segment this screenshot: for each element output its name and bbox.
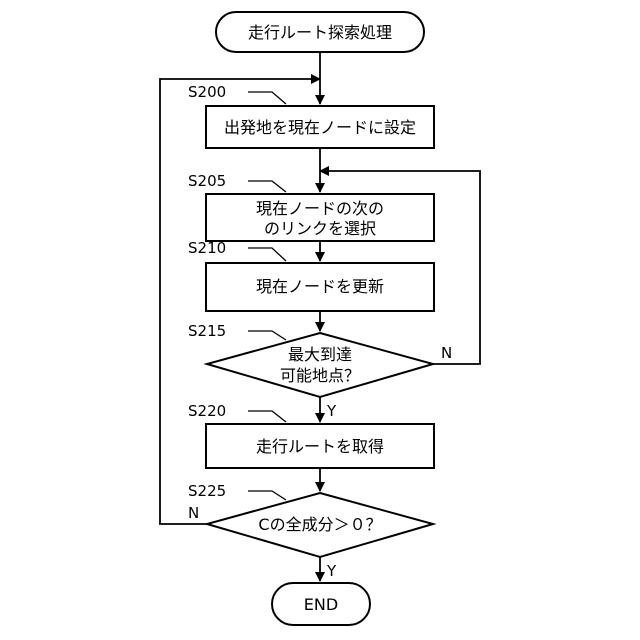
s220-leader — [248, 411, 286, 422]
s225-no-label: N — [188, 504, 199, 522]
s215-label: S215 — [188, 322, 226, 340]
s225-tag: S225 — [188, 482, 286, 500]
start-label: 走行ルート探索処理 — [248, 23, 392, 42]
s210-leader — [248, 248, 286, 261]
s205-text-line2: のリンクを選択 — [264, 219, 376, 238]
process-s210: 現在ノードを更新 — [206, 263, 434, 311]
s215-yes-label: Y — [326, 402, 337, 420]
s205-tag: S205 — [188, 172, 286, 192]
end-label: END — [304, 595, 338, 614]
decision-s215: 最大到達 可能地点？ — [207, 333, 433, 397]
process-s220: 走行ルートを取得 — [206, 424, 434, 468]
s210-label: S210 — [188, 239, 226, 257]
s200-tag: S200 — [188, 83, 286, 104]
s225-leader — [248, 491, 286, 500]
s225-text: Cの全成分＞０？ — [258, 515, 381, 534]
s225-yes-label: Y — [326, 562, 337, 580]
start-terminal: 走行ルート探索処理 — [216, 12, 424, 52]
s220-text: 走行ルートを取得 — [256, 437, 384, 456]
s225-label: S225 — [188, 482, 226, 500]
end-terminal: END — [272, 583, 370, 625]
s200-leader — [248, 92, 286, 104]
s215-no-label: N — [441, 344, 452, 362]
s215-text-line2: 可能地点？ — [280, 366, 360, 385]
s220-label: S220 — [188, 402, 226, 420]
s220-tag: S220 — [188, 402, 286, 422]
s200-text: 出発地を現在ノードに設定 — [224, 118, 416, 137]
s210-text: 現在ノードを更新 — [256, 277, 384, 296]
s205-label: S205 — [188, 172, 226, 190]
process-s205: 現在ノードの次の のリンクを選択 — [206, 194, 434, 241]
s215-text-line1: 最大到達 — [288, 345, 352, 364]
s205-text-line1: 現在ノードの次の — [256, 199, 384, 218]
s215-leader — [248, 331, 286, 340]
s200-label: S200 — [188, 83, 226, 101]
decision-s225: Cの全成分＞０？ — [207, 493, 433, 557]
s205-leader — [248, 181, 286, 192]
s210-tag: S210 — [188, 239, 286, 261]
s215-tag: S215 — [188, 322, 286, 340]
process-s200: 出発地を現在ノードに設定 — [206, 106, 434, 148]
